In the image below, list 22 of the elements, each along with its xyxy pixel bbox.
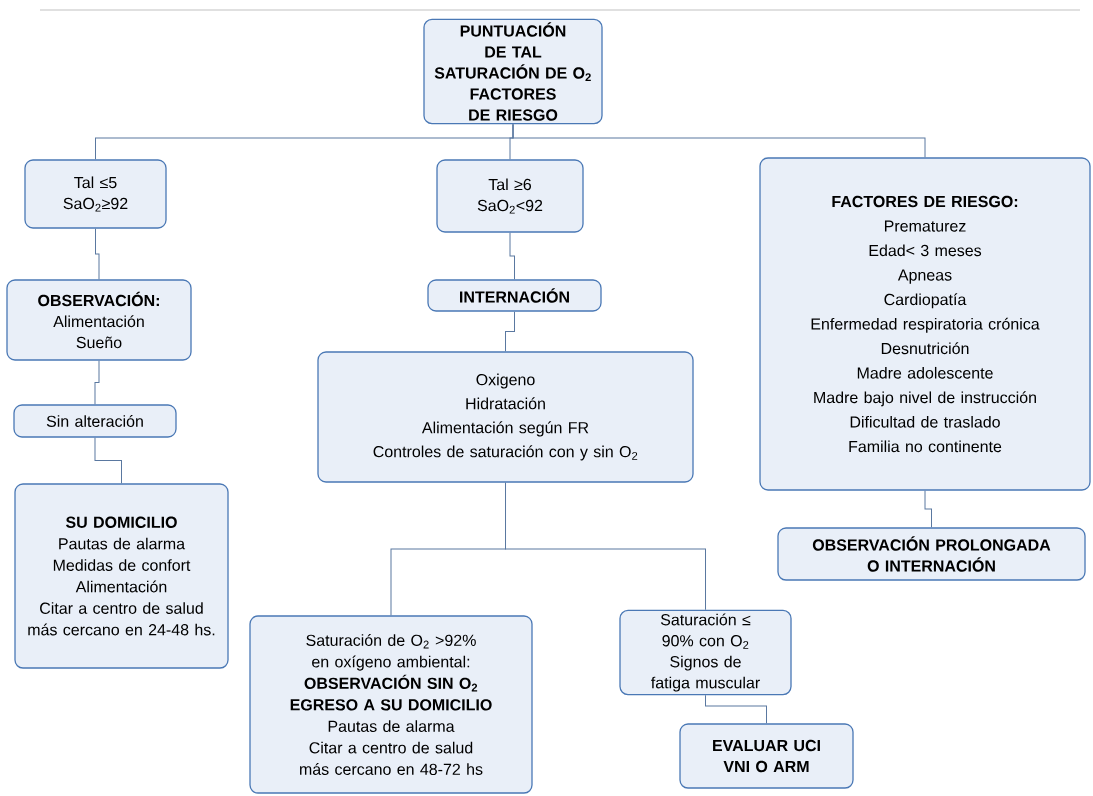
connector-line [924, 490, 932, 528]
process-box: OBSERVACIÓN: Alimentación Sueño [6, 279, 192, 361]
process-box: Sin alteración [13, 404, 177, 438]
process-box: SU DOMICILIO Pautas de alarma Medidas de confort Alimentación Citar a centro de salud más cercano en 24-48 hs. [14, 483, 229, 669]
connector-line [509, 232, 515, 280]
process-box: Tal ≥6 SaO$_{2}$<92 [436, 159, 584, 233]
connector-line [512, 123, 926, 158]
process-box: OBSERVACIÓN PROLONGADA O INTERNACIÓN [777, 527, 1086, 581]
process-box: Saturación ≤ 90% con O$_{2}$ Signos de fatiga muscular [619, 609, 792, 696]
process-box: EVALUAR UCI VNI O ARM [679, 723, 854, 789]
process-box: Oxigeno Hidratación Alimentación según FR Controles de saturación con y sin O$_{2}$ [317, 351, 694, 483]
connector-line [705, 694, 767, 724]
process-box: Saturación de O$_{2}$ >92% en oxígeno ambiental: OBSERVACIÓN SIN O$_{2}$ EGRESO A SU DOMICILIO Pautas de alarma Citar a centro de salud más cercano en 48-72 hs [249, 615, 533, 794]
process-box: INTERNACIÓN [427, 279, 602, 312]
connector-line [505, 482, 706, 611]
process-box: PUNTUACIÓN DE TAL SATURACIÓN DE O$_{2}$ FACTORES DE RIESGO [423, 18, 603, 125]
connector-line [94, 360, 100, 405]
connector-line [95, 228, 100, 280]
connector-line [94, 437, 122, 484]
process-box: FACTORES DE RIESGO: Prematurez Edad< 3 meses Apneas Cardiopatía Enfermedad respiratoria crónica Desnutrición Madre adolescente Madre bajo nivel de instrucción Dificultad de traslado Familia no continente [759, 157, 1091, 491]
process-box: Tal ≤5 SaO$_{2}$≥92 [24, 159, 167, 229]
connector-line [505, 311, 515, 352]
